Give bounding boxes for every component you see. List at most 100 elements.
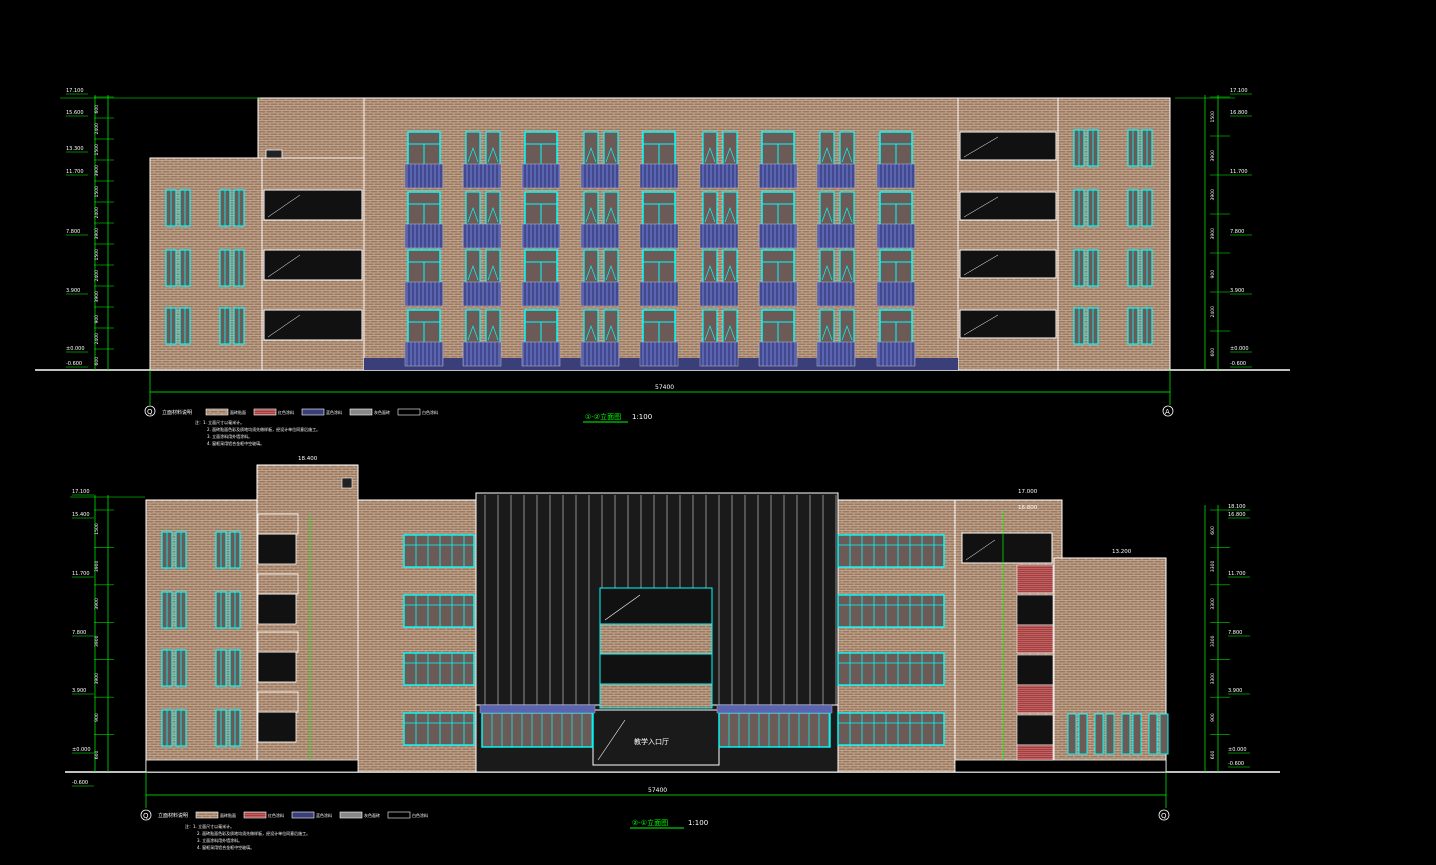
legend-item: 蓝色涂料: [326, 409, 342, 415]
dimension-label: 600: [1210, 526, 1216, 535]
level-label: 15.400: [72, 512, 90, 518]
dimension-label: 900: [1210, 270, 1216, 279]
balcony-railing: [521, 281, 561, 307]
window: [1121, 713, 1131, 755]
legend-item: 红色涂料: [268, 812, 284, 818]
balcony-railing: [876, 281, 916, 307]
dimension-label: 3900: [94, 291, 100, 303]
dimension-label: 900: [1210, 713, 1216, 722]
dimension-label: 1500: [94, 249, 100, 261]
balcony-railing: [462, 341, 502, 367]
top-elevation: 57400 Q A ①-②立面图 1:100 立面材料说明 面砖贴面红色涂料蓝色…: [35, 95, 1290, 446]
balcony-railing: [580, 223, 620, 249]
corridor-opening: [959, 131, 1057, 161]
axis-label-left: Q: [147, 408, 153, 416]
level-label: 11.700: [72, 571, 90, 577]
dimension-label: 1500: [94, 523, 100, 535]
legend-swatch: [387, 811, 411, 819]
entrance-label: 教学入口厅: [634, 737, 669, 746]
entrance-canopy: [599, 587, 713, 625]
balcony-railing: [580, 341, 620, 367]
balcony-railing: [876, 341, 916, 367]
corridor-opening: [959, 249, 1057, 279]
window: [1148, 713, 1158, 755]
note-line: 3. 立面涂料用外墙涂料。: [207, 433, 252, 439]
curtain-window: [718, 712, 831, 748]
window: [1078, 713, 1088, 755]
level-label: 13.300: [66, 146, 84, 152]
window: [1067, 713, 1077, 755]
left-upper-block: [257, 97, 365, 159]
drawing-title: ①-②立面图: [585, 412, 621, 421]
dimension-label: 3900: [1210, 228, 1216, 240]
window: [1159, 713, 1169, 755]
level-label: ±0.000: [72, 747, 91, 753]
level-label: 17.100: [1230, 88, 1248, 94]
balcony-railing: [816, 341, 856, 367]
legend-swatch: [205, 408, 229, 416]
level-label: 16.800: [1228, 512, 1246, 518]
corridor-opening: [263, 249, 363, 281]
dimension-label: 3900: [94, 635, 100, 647]
note-line: 2. 面砖贴面色彩及质地均须先做样板，经设计单位同意后施工。: [207, 426, 320, 432]
drawing-scale: 1:100: [688, 819, 708, 827]
dimension-label: 3900: [1210, 150, 1216, 162]
dimension-label: 1500: [94, 144, 100, 156]
balcony-railing: [758, 223, 798, 249]
balcony-railing: [404, 281, 444, 307]
level-label: 11.700: [1230, 169, 1248, 175]
corridor-opening: [959, 191, 1057, 221]
balcony-railing: [816, 281, 856, 307]
stair-panel: [1016, 684, 1054, 714]
window: [1094, 713, 1104, 755]
balcony-railing: [639, 341, 679, 367]
level-label: 7.800: [1228, 630, 1242, 636]
level-label: -0.600: [1230, 361, 1246, 367]
balcony-railing: [758, 281, 798, 307]
axis-label-right: Q: [1161, 812, 1167, 820]
note-line: 4. 窗框采用铝合金框中空玻璃。: [197, 844, 254, 850]
window: [1132, 713, 1142, 755]
stair-opening: [257, 651, 297, 683]
balcony-railing: [758, 341, 798, 367]
ribbon-window: [837, 712, 945, 746]
note-line: 注：1. 立面尺寸以毫米计。: [185, 823, 234, 829]
legend-item: 蓝色涂料: [316, 812, 332, 818]
level-label: 17.100: [66, 88, 84, 94]
level-label: ±0.000: [1228, 747, 1247, 753]
balcony-railing: [462, 223, 502, 249]
level-label: 3.900: [1230, 288, 1244, 294]
balcony-railing: [758, 163, 798, 189]
balcony-railing: [699, 223, 739, 249]
right-block-level: 13.200: [1112, 549, 1132, 555]
balcony-railing: [639, 281, 679, 307]
legend-label: 立面材料说明: [158, 812, 188, 819]
dimension-label: 3900: [94, 673, 100, 685]
legend-swatch: [243, 811, 267, 819]
ribbon-window: [837, 652, 945, 686]
balcony-railing: [816, 163, 856, 189]
legend-item: 面砖贴面: [230, 409, 246, 415]
dimension-label: 3300: [1210, 561, 1216, 573]
dimension-label: 3900: [1210, 189, 1216, 201]
balcony-railing: [699, 341, 739, 367]
level-label: 3.900: [66, 288, 80, 294]
balcony-railing: [639, 163, 679, 189]
stair-panel: [1016, 624, 1054, 654]
balcony-railing: [462, 281, 502, 307]
stair-opening: [257, 593, 297, 625]
overall-dimension: 57400: [655, 384, 674, 391]
dimension-label: 3300: [1210, 598, 1216, 610]
balcony-railing: [816, 223, 856, 249]
balcony-railing: [639, 223, 679, 249]
level-label: ±0.000: [1230, 346, 1249, 352]
balcony-railing: [876, 163, 916, 189]
legend-item: 白色涂料: [412, 812, 428, 818]
level-label: 7.800: [66, 229, 80, 235]
balcony-railing: [404, 163, 444, 189]
legend-swatch: [397, 408, 421, 416]
dimension-label: 3900: [94, 561, 100, 573]
dimension-label: 3900: [94, 598, 100, 610]
level-label: 15.600: [66, 110, 84, 116]
